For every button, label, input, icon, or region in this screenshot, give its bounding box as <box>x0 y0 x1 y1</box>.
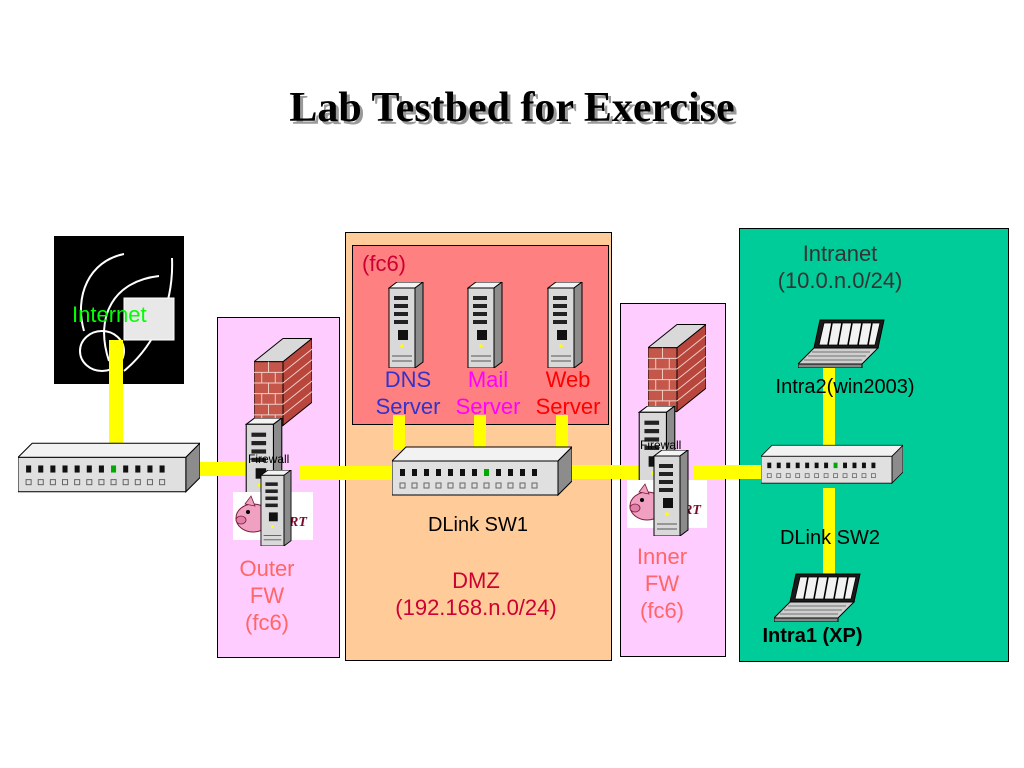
cable-internet-switch <box>109 340 123 450</box>
inner-firewall-device-label: Firewall <box>640 438 682 452</box>
intranet-line2: (10.0.n.0/24) <box>777 267 903 293</box>
cable-switch-outer-fw <box>196 462 248 476</box>
outer-fw-server-icon <box>258 470 294 546</box>
intra1-laptop-icon <box>774 572 864 622</box>
intra1-label: Intra1 (XP) <box>762 625 863 647</box>
inner-fw-line3: (fc6) <box>640 597 684 623</box>
outer-fw-line3: (fc6) <box>245 609 289 635</box>
dlink-sw1-label: DLink SW1 <box>427 514 529 536</box>
web-server-label: Web Server <box>526 367 610 421</box>
cable-inner-fw-sw2 <box>694 465 766 479</box>
web-server-icon <box>547 282 583 368</box>
dns-server-icon <box>388 282 424 368</box>
outer-fw-label: Outer FW (fc6) <box>217 556 317 636</box>
mail-server-label: Mail Server <box>446 367 530 421</box>
dns-server-line2: Server <box>375 393 441 419</box>
dlink-sw2-label: DLink SW2 <box>779 527 881 549</box>
cable-sw2-intra2 <box>823 360 835 448</box>
cable-sw2-intra1 <box>823 488 835 578</box>
cable-mail <box>474 415 486 450</box>
web-server-line1: Web <box>545 367 591 392</box>
server-zone-label: (fc6) <box>362 251 406 276</box>
dmz-line1: DMZ <box>452 568 500 593</box>
dmz-label: DMZ (192.168.n.0/24) <box>345 568 607 622</box>
outer-fw-line2: FW <box>249 582 285 608</box>
inner-fw-line2: FW <box>644 570 680 596</box>
intranet-line1: Intranet <box>802 241 878 266</box>
outer-firewall-device-label: Firewall <box>248 452 290 466</box>
mail-server-line1: Mail <box>467 367 509 392</box>
dlink-sw2-icon <box>761 440 903 490</box>
dns-server-line1: DNS <box>384 367 432 392</box>
inner-brick-wall-icon <box>648 322 706 414</box>
inner-fw-server-icon <box>653 450 689 536</box>
cable-outer-fw-sw1 <box>300 466 396 480</box>
outer-brick-wall-icon <box>254 336 312 428</box>
internet-label: Internet <box>72 302 147 327</box>
intra2-label: Intra2(win2003) <box>775 376 915 398</box>
dmz-line2: (192.168.n.0/24) <box>395 594 557 620</box>
mail-server-icon <box>467 282 503 368</box>
outer-switch-icon <box>18 440 200 497</box>
outer-fw-line1: Outer <box>239 556 295 581</box>
cable-dns <box>393 415 405 450</box>
internet-graphic <box>79 253 175 372</box>
inner-fw-line1: Inner <box>636 544 688 569</box>
intranet-label: Intranet (10.0.n.0/24) <box>750 241 930 295</box>
cable-sw1-inner-fw <box>568 465 640 479</box>
inner-fw-label: Inner FW (fc6) <box>612 544 712 624</box>
mail-server-line2: Server <box>455 393 521 419</box>
dns-server-label: DNS Server <box>366 367 450 421</box>
cable-web <box>556 415 568 450</box>
intra2-laptop-icon <box>798 318 888 368</box>
page-title: Lab Testbed for Exercise <box>289 85 735 131</box>
dlink-sw1-icon <box>392 444 572 500</box>
web-server-line2: Server <box>535 393 601 419</box>
